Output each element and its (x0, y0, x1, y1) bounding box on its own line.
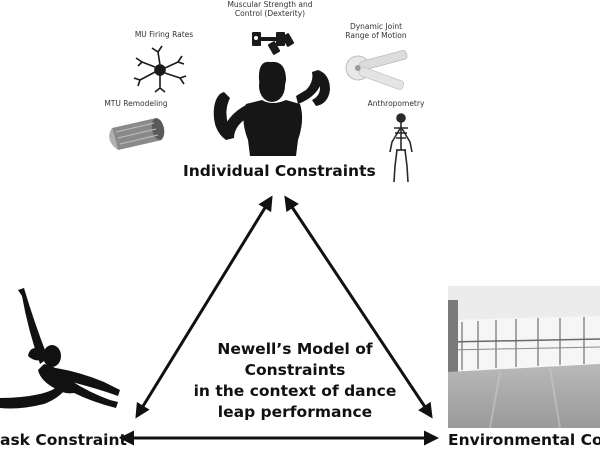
arrow-individual-environmental (284, 195, 433, 419)
title-line-2: Constraints (244, 361, 346, 379)
neuron-icon (133, 45, 187, 93)
label-dynamic-joint-range: Dynamic Joint Range of Motion (345, 22, 407, 40)
goniometer-icon (345, 49, 408, 90)
label-mu-firing-rates: MU Firing Rates (134, 30, 194, 39)
title-line-4: leap performance (217, 403, 373, 421)
muscle-fiber-icon (109, 118, 165, 150)
node-task-constraints: ask Constraint (0, 431, 127, 449)
title-line-1: Newell’s Model of (217, 340, 373, 358)
dance-studio-photo (447, 286, 600, 429)
skeleton-icon (389, 113, 413, 183)
leaping-dancer-silhouette (0, 288, 120, 409)
label-muscular-strength: Muscular Strength and Control (Dexterity… (227, 0, 313, 18)
flexing-athlete-silhouette (213, 61, 330, 156)
arrow-individual-task (135, 195, 273, 419)
diagram-title: Newell’s Model of Constraints in the con… (185, 339, 405, 423)
label-mtu-remodeling: MTU Remodeling (104, 99, 168, 108)
node-individual-constraints: Individual Constraints (183, 162, 376, 180)
dumbbells-icon (252, 32, 295, 55)
title-line-3: in the context of dance (193, 382, 397, 400)
node-environmental-constraints: Environmental Co (448, 431, 600, 449)
label-anthropometry: Anthropometry (367, 99, 425, 108)
